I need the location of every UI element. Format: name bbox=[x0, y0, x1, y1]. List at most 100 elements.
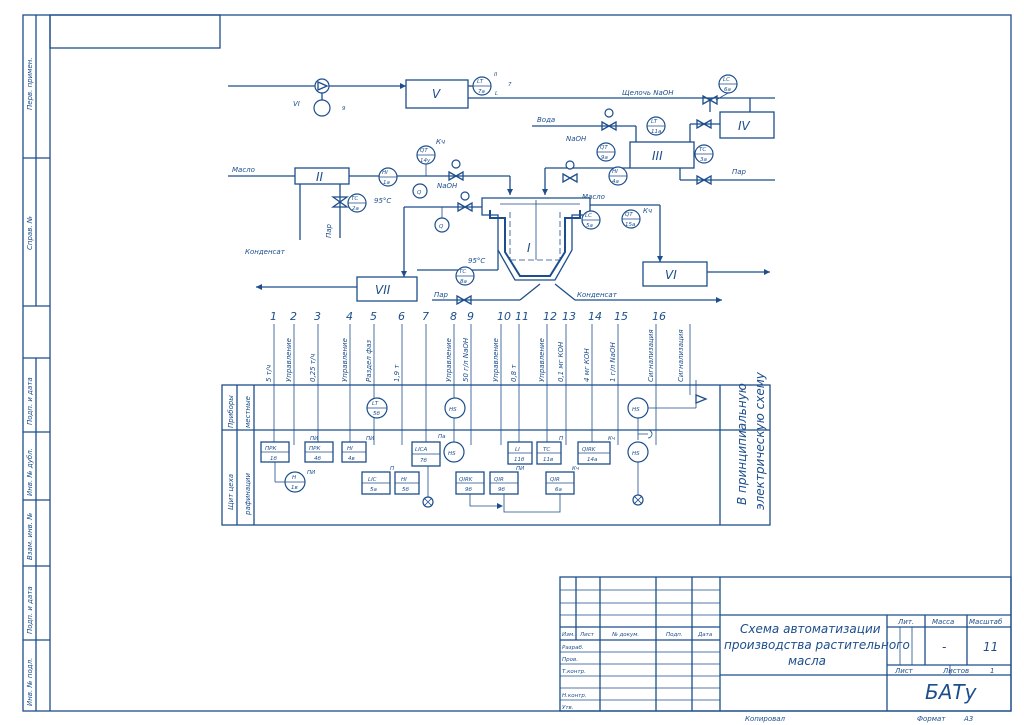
svg-text:Приборы: Приборы bbox=[227, 395, 235, 428]
svg-text:QIRK: QIRK bbox=[582, 447, 596, 453]
QIRK9-shield: QIRK 9б bbox=[455, 471, 485, 495]
svg-text:7б: 7б bbox=[420, 458, 427, 464]
svg-text:Пар: Пар bbox=[325, 223, 333, 238]
svg-text:ПИ: ПИ bbox=[307, 470, 315, 476]
svg-text:1б: 1б bbox=[270, 456, 277, 462]
svg-text:Масса: Масса bbox=[932, 618, 954, 626]
svg-text:Кч: Кч bbox=[436, 138, 445, 146]
column-number-8: 8 bbox=[450, 310, 457, 323]
reactor-I: I bbox=[481, 197, 591, 281]
svg-text:QT: QT bbox=[625, 212, 633, 218]
HS8-shield: HS bbox=[443, 441, 465, 463]
svg-text:ПРК: ПРК bbox=[309, 446, 321, 452]
svg-text:HS: HS bbox=[449, 407, 457, 413]
svg-text:Кч: Кч bbox=[608, 436, 616, 442]
svg-text:5а: 5а bbox=[586, 223, 593, 229]
svg-text:HI: HI bbox=[401, 477, 407, 483]
svg-text:Изм.: Изм. bbox=[562, 632, 575, 638]
svg-text:2а: 2а bbox=[352, 206, 359, 212]
column-number-4: 4 bbox=[346, 310, 353, 323]
copied-by: Копировал bbox=[745, 715, 786, 723]
svg-text:№ докум.: № докум. bbox=[611, 632, 639, 638]
svg-text:ПРК: ПРК bbox=[265, 446, 277, 452]
column-description-10: Управление bbox=[492, 338, 500, 382]
svg-text:ПИ: ПИ bbox=[310, 436, 318, 442]
FRK3-shield: ПРК 4б bbox=[304, 441, 334, 463]
side-label-replace-inv: Взам. инв. № bbox=[26, 512, 34, 560]
HS9-local bbox=[444, 397, 466, 419]
svg-text:5б: 5б bbox=[402, 487, 409, 493]
svg-text:H: H bbox=[292, 475, 296, 481]
svg-text:1а: 1а bbox=[383, 180, 390, 186]
svg-text:Подп.: Подп. bbox=[666, 632, 683, 638]
title-block: Изм. Лист № докум. Подп. Дата Разраб. Пр… bbox=[559, 576, 1012, 712]
svg-text:HS: HS bbox=[632, 451, 640, 457]
svg-text:QT: QT bbox=[420, 148, 428, 154]
panel-instruments: LT 5б HS HS ПРК 1б H 1в ПИ ПРК bbox=[260, 380, 708, 513]
svg-text:ПИ: ПИ bbox=[516, 466, 524, 472]
svg-text:Т.контр.: Т.контр. bbox=[562, 669, 586, 675]
column-description-11: 0,8 т bbox=[510, 364, 518, 382]
equipment-IV-label: IV bbox=[738, 119, 751, 133]
column-number-3: 3 bbox=[314, 310, 321, 323]
svg-text:95°C: 95°C bbox=[374, 197, 391, 205]
svg-text:NaOH: NaOH bbox=[437, 182, 458, 190]
column-description-12: Управление bbox=[538, 338, 546, 382]
side-label-ref-no: Справ. № bbox=[26, 216, 34, 250]
column-number-6: 6 bbox=[398, 310, 405, 323]
pump-label: VI bbox=[293, 100, 300, 108]
svg-text:1: 1 bbox=[990, 667, 994, 675]
svg-text:П: П bbox=[559, 436, 563, 442]
column-description-6: 1,9 т bbox=[393, 364, 401, 382]
svg-text:Дата: Дата bbox=[697, 632, 713, 638]
column-description-16b: Сигнализация bbox=[677, 329, 685, 382]
svg-text:Пров.: Пров. bbox=[562, 657, 578, 663]
oil-inlet-label: Масло bbox=[232, 166, 255, 174]
equipment-V-label: V bbox=[432, 87, 441, 101]
equipment-VI bbox=[642, 261, 708, 287]
svg-text:TC: TC bbox=[351, 196, 358, 202]
svg-text:QT: QT bbox=[600, 145, 608, 151]
svg-text:3а: 3а bbox=[700, 157, 707, 163]
svg-text:5а: 5а bbox=[370, 487, 377, 493]
column-number-15: 15 bbox=[614, 310, 628, 323]
column-number-2: 2 bbox=[290, 310, 297, 323]
svg-text:Н.контр.: Н.контр. bbox=[562, 693, 587, 699]
caustic-label: Щелочь NaOH bbox=[622, 89, 674, 97]
reactor-I-label: I bbox=[527, 241, 531, 255]
equipment-VII bbox=[356, 276, 418, 302]
svg-text:ПИ: ПИ bbox=[366, 436, 374, 442]
column-description-2: Управление bbox=[285, 338, 293, 382]
svg-text:LC: LC bbox=[723, 77, 730, 83]
column-description-13: 0,1 мг КОН bbox=[557, 341, 565, 382]
right-note-1: В принципиальную bbox=[735, 383, 749, 505]
svg-text:11в: 11в bbox=[543, 457, 553, 463]
sheet-frame bbox=[22, 14, 1012, 712]
svg-text:HS: HS bbox=[448, 451, 456, 457]
water-label: Вода bbox=[537, 116, 555, 124]
column-description-8: Управление bbox=[445, 338, 453, 382]
drawing-title-1: Схема автоматизации bbox=[740, 622, 881, 636]
svg-text:4а: 4а bbox=[612, 179, 619, 185]
steam-label-2: Пар bbox=[434, 291, 449, 299]
svg-text:14а: 14а bbox=[587, 457, 598, 463]
svg-text:Q: Q bbox=[439, 224, 444, 230]
svg-text:Листов: Листов bbox=[942, 667, 969, 675]
svg-text:Кч: Кч bbox=[643, 207, 652, 215]
HI4-shield: HI 4в ПИ bbox=[341, 436, 374, 463]
side-label-orig-inv: Инв. № подл. bbox=[26, 658, 34, 706]
side-label-sign-date-2: Подп. и дата bbox=[26, 586, 34, 634]
svg-text:HI: HI bbox=[382, 170, 388, 176]
column-description-14: 4 мг КОН bbox=[583, 348, 591, 382]
format-value: A3 bbox=[963, 715, 973, 723]
Q-instrument-2 bbox=[434, 217, 450, 233]
svg-text:TC: TC bbox=[543, 447, 550, 453]
svg-text:II: II bbox=[494, 72, 498, 78]
process-scheme: VI 9 V LT 7а II L 7 Щелочь NaOH LC 6а IV… bbox=[228, 72, 775, 306]
svg-text:9б: 9б bbox=[498, 487, 505, 493]
svg-text:Щит цеха: Щит цеха bbox=[227, 474, 235, 510]
svg-text:9: 9 bbox=[342, 106, 346, 112]
column-number-14: 14 bbox=[588, 310, 602, 323]
svg-text:6а: 6а bbox=[555, 487, 562, 493]
